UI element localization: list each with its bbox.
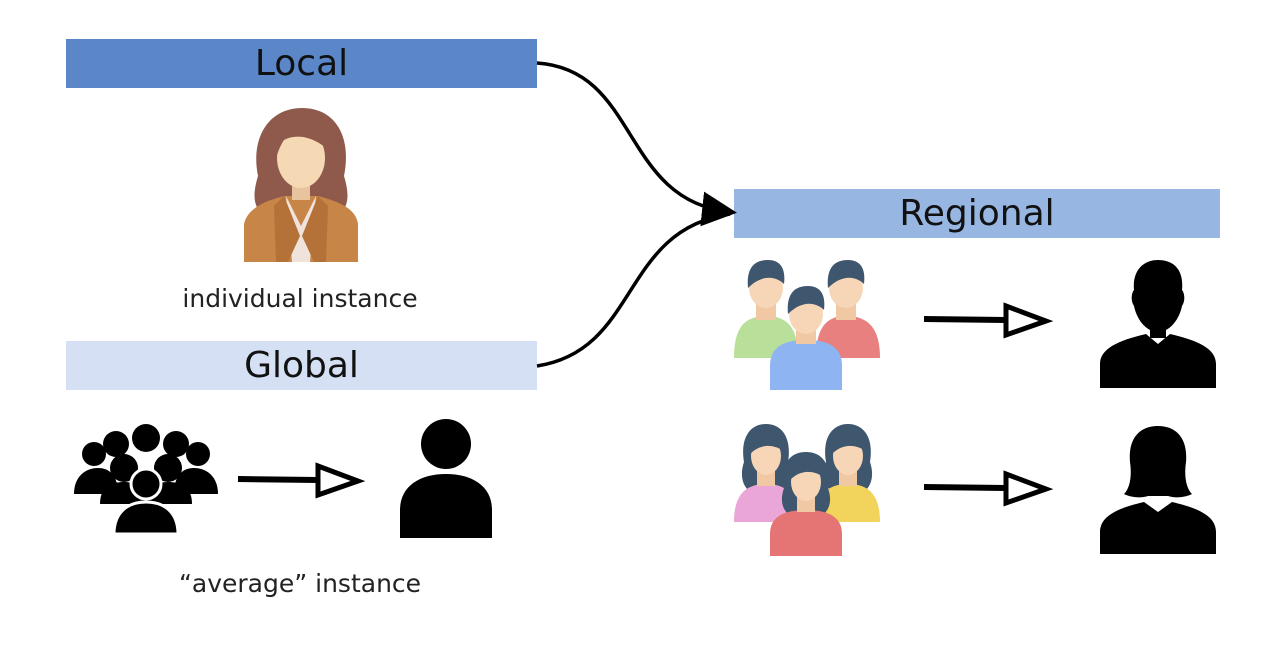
global-flow-arrow — [237, 462, 366, 499]
local-to-regional-arrow — [536, 61, 737, 227]
global-label: Global — [244, 344, 359, 386]
global-to-regional-arrow — [536, 212, 731, 368]
average-person-icon — [400, 419, 492, 538]
woman-avatar-icon — [244, 108, 358, 262]
regional-flow-arrow-1 — [923, 302, 1054, 339]
regional-banner: Regional — [734, 189, 1220, 238]
female-silhouette-icon — [1100, 426, 1216, 554]
local-banner: Local — [66, 39, 537, 88]
women-group-icon — [734, 424, 880, 556]
global-caption: “average” instance — [178, 569, 422, 598]
male-silhouette-icon — [1100, 260, 1216, 388]
regional-flow-arrow-2 — [923, 470, 1054, 507]
local-caption: individual instance — [182, 284, 418, 313]
local-label: Local — [254, 42, 349, 84]
regional-label: Regional — [899, 192, 1055, 234]
men-group-icon — [734, 260, 880, 390]
global-banner: Global — [66, 341, 537, 390]
crowd-icon — [74, 424, 218, 534]
